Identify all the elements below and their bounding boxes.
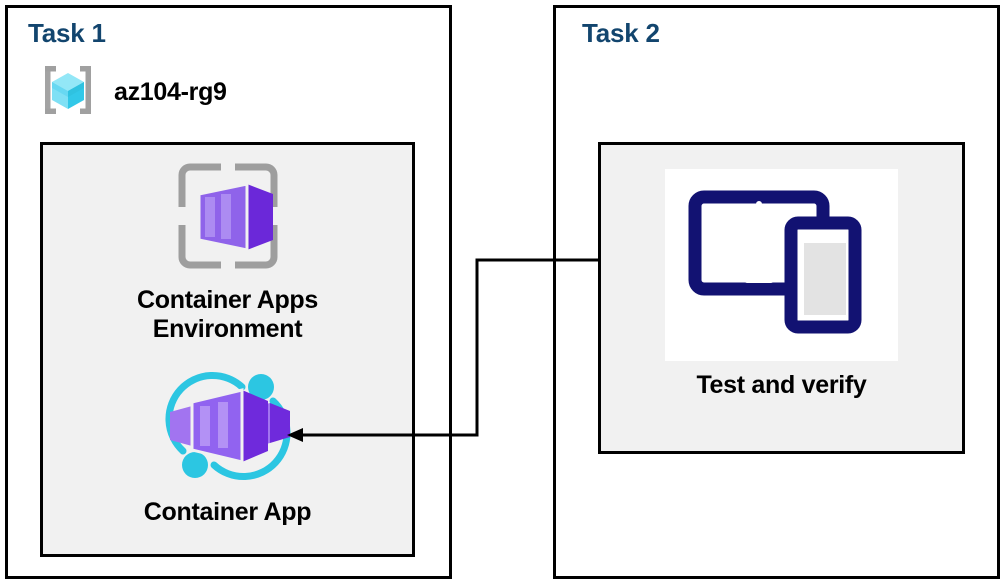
test-and-verify-card: Test and verify (601, 169, 962, 400)
container-app-icon (148, 365, 308, 492)
resource-group-row: az104-rg9 (36, 58, 227, 127)
test-and-verify-icon-plate (665, 169, 898, 361)
task-1-title: Task 1 (28, 18, 106, 48)
resource-group-icon (36, 58, 100, 127)
test-and-verify-label: Test and verify (696, 371, 867, 399)
container-apps-environment-icon (169, 157, 287, 280)
container-app-card: Container App (43, 365, 412, 527)
task-1-inner-box: Container Apps Environment (40, 142, 415, 557)
task-2-title: Task 2 (582, 18, 660, 48)
resource-group-label: az104-rg9 (114, 78, 227, 106)
container-app-label: Container App (143, 498, 312, 526)
devices-test-icon (687, 183, 877, 348)
container-apps-environment-card: Container Apps Environment (43, 157, 412, 344)
task-2-inner-box: Test and verify (598, 142, 965, 454)
container-apps-environment-label: Container Apps Environment (137, 286, 318, 343)
